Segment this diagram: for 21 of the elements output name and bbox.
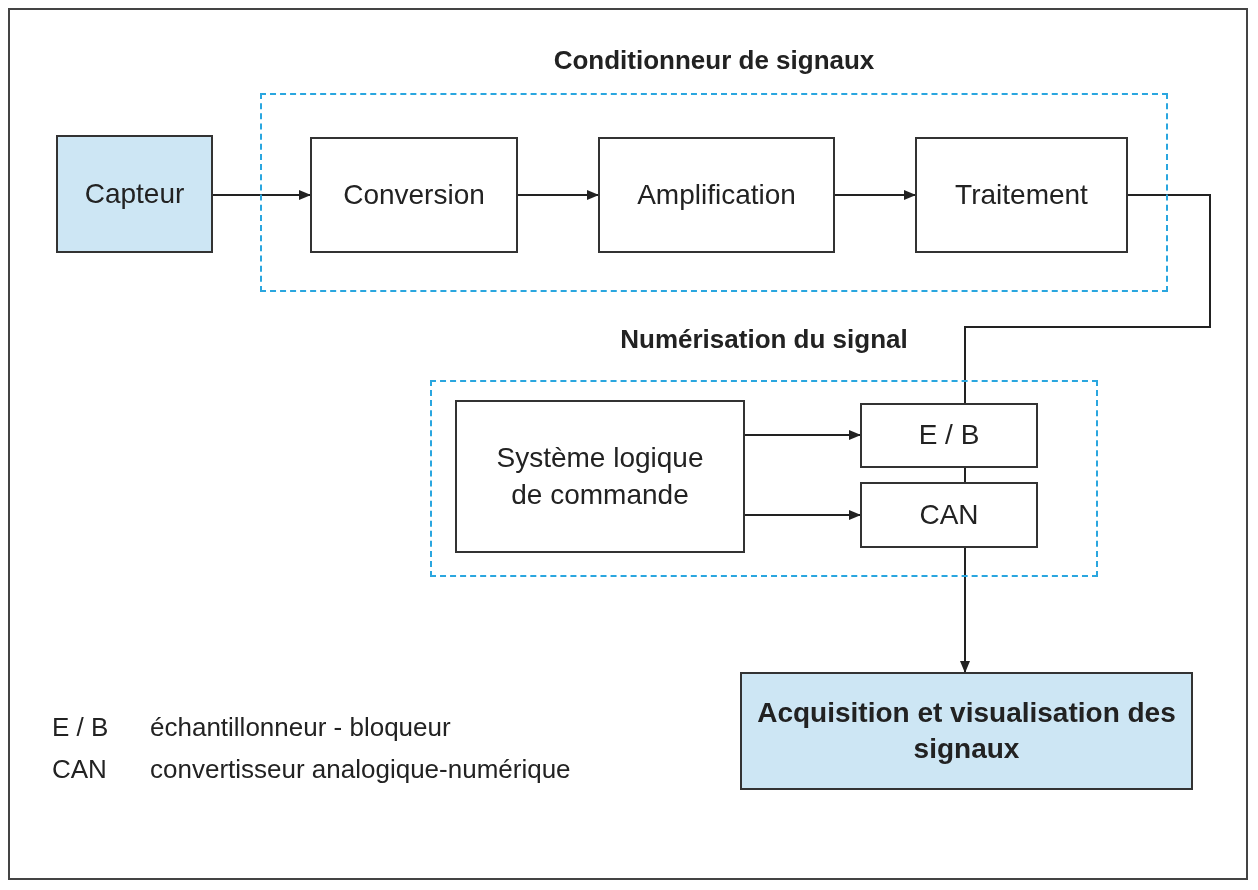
arrow [517,190,599,200]
arrow [744,430,861,440]
group-heading: Conditionneur de signaux [552,45,876,76]
process-box: Acquisition et visualisation des signaux [740,672,1193,790]
process-box: Traitement [915,137,1128,253]
process-box: Amplification [598,137,835,253]
process-box: E / B [860,403,1038,468]
arrow [212,190,311,200]
process-box: Capteur [56,135,213,253]
arrow [744,510,861,520]
process-box: Conversion [310,137,518,253]
arrow [834,190,916,200]
abbreviation-definition: échantillonneur - bloqueur [150,712,451,743]
abbreviation: E / B [52,712,109,743]
process-box: CAN [860,482,1038,548]
group-heading: Numérisation du signal [619,324,909,355]
abbreviation: CAN [52,754,107,785]
connector-line [964,467,966,483]
process-box: Système logique de commande [455,400,745,553]
arrow [960,547,970,673]
abbreviation-definition: convertisseur analogique-numérique [150,754,571,785]
